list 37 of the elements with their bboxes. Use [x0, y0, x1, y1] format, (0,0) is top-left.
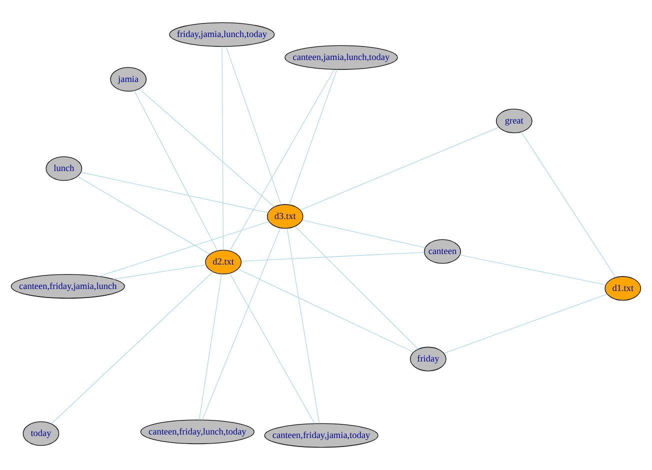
connector [294, 226, 418, 350]
connector [77, 176, 210, 254]
connector [98, 221, 270, 277]
connector [134, 90, 218, 251]
node-ellipse: d3.txt [266, 204, 304, 229]
connector [302, 220, 426, 248]
connector [80, 172, 268, 214]
node-ellipse: canteen,friday,jamia,today [264, 423, 378, 448]
connector [240, 252, 425, 262]
connector [520, 132, 616, 278]
connector [230, 69, 335, 252]
connector [51, 271, 214, 424]
connector [198, 274, 222, 420]
node-ellipse: today [22, 421, 60, 446]
node-ellipse: canteen,friday,jamia,lunch [10, 274, 125, 299]
connector [300, 127, 500, 210]
connector [139, 88, 274, 208]
connector [229, 273, 315, 424]
node-ellipse: jamia [110, 67, 147, 92]
connector [238, 268, 414, 352]
node-ellipse: canteen,jamia,lunch,today [284, 45, 398, 70]
connector [444, 294, 608, 354]
node-ellipse: lunch [46, 156, 82, 181]
node-ellipse: canteen,friday,lunch,today [140, 420, 254, 444]
connector [202, 228, 281, 420]
node-ellipse: d1.txt [604, 276, 642, 301]
connector [226, 46, 282, 206]
connector [288, 69, 338, 206]
node-ellipse: canteen [424, 239, 461, 264]
node-ellipse: friday [410, 346, 446, 372]
connector [459, 254, 606, 286]
node-ellipse: friday,jamia,lunch,today [169, 22, 275, 47]
connector [113, 264, 206, 280]
connector [222, 46, 224, 250]
connector [286, 228, 320, 424]
node-ellipse: d2.txt [205, 250, 242, 274]
node-ellipse: great [496, 108, 532, 134]
